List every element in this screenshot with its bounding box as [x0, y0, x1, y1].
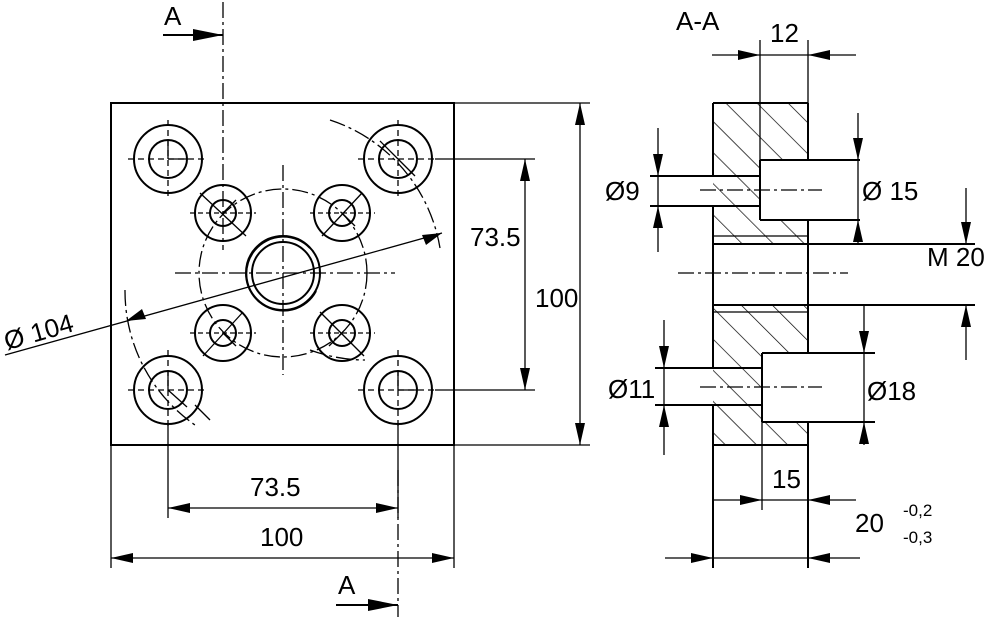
dim-plate-width: 100: [260, 522, 303, 552]
pitch-circle-arc-left: [124, 289, 196, 426]
tolerance-upper: -0,2: [903, 501, 932, 520]
tolerance-lower: -0,3: [903, 528, 932, 547]
section-marker-bottom: A: [338, 570, 356, 600]
plate-outline: [110, 102, 455, 446]
dim-hole-small-top: Ø9: [605, 176, 640, 206]
dim-thickness: 20: [855, 508, 884, 538]
central-thread-hole: [175, 165, 395, 375]
inner-hole-top-right: [310, 184, 375, 242]
pitch-circle-dimension: Ø 104: [0, 308, 76, 356]
dim-hole-spacing-vertical: 73.5: [470, 222, 521, 252]
dim-counterbore-depth-bottom: 15: [772, 464, 801, 494]
pitch-circle-arc-bottom: [309, 349, 366, 361]
front-view: Ø 104 73.5 100 73.5 100 A A: [0, 1, 590, 617]
corner-hole-top-right: [358, 120, 438, 198]
dim-counterbore-depth-top: 12: [770, 18, 799, 48]
dim-hole-spacing-horizontal: 73.5: [250, 472, 301, 502]
dim-counterbore-top: Ø 15: [862, 176, 918, 206]
section-marker-top: A: [164, 1, 182, 31]
dim-plate-height: 100: [535, 283, 578, 313]
dim-hole-small-bottom: Ø11: [608, 374, 655, 404]
pitch-circle-arc-top: [329, 119, 441, 249]
dim-thread: M 20: [927, 242, 985, 272]
corner-hole-top-left: [128, 120, 208, 198]
inner-hole-bottom-left: [190, 304, 256, 362]
dim-counterbore-bottom: Ø18: [867, 376, 916, 406]
corner-hole-bottom-left: [128, 350, 211, 430]
section-hatch-bottom: [713, 305, 808, 445]
section-view: A-A: [605, 6, 985, 568]
section-title: A-A: [676, 6, 720, 36]
corner-hole-bottom-right: [358, 350, 438, 430]
section-hatch-top: [713, 103, 808, 244]
pitch-circle-leader: [4, 232, 443, 356]
